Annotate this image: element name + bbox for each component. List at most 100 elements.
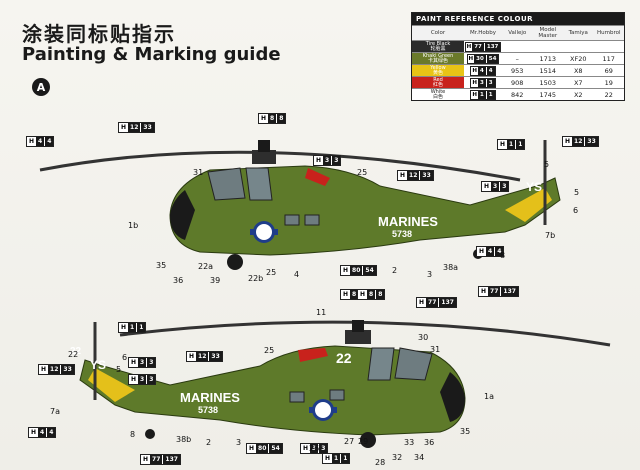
top-part-number: 25 [357,168,368,177]
bottom-part-number: 35 [460,427,471,436]
paint-name: Yellow [430,64,446,71]
top-marines-text: MARINES [378,214,438,229]
paint-model-master: 1713 [539,54,557,63]
rotor-head [345,330,371,344]
tail-yellow-band [505,188,552,222]
bottom-part-number: 2 [206,438,212,447]
main-wheel [227,254,243,270]
top-helicopter [39,140,561,270]
tail-wheel [145,429,155,439]
main-wheel [360,432,376,448]
bottom-serial-text: 5738 [198,405,219,415]
nose-antiglare [170,190,195,240]
bottom-part-number: 7a [50,407,60,416]
top-part-number: 6 [573,206,579,215]
engine-red-stripe [305,168,330,186]
cockpit-window [207,167,246,201]
col-color: Color [430,29,446,36]
bottom-part-number: 30 [418,333,429,342]
bottom-part-number: 28 [375,458,386,467]
cockpit-window [394,347,433,381]
paint-vallejo: 953 [511,66,524,75]
bottom-part-number: 3 [236,438,242,447]
top-tail-code: YS [526,180,543,194]
engine-red-stripe [298,348,328,362]
top-part-number: 2 [392,266,398,275]
paint-reference-table: PAINT REFERENCE COLOUR Color Mr.Hobby Va… [411,12,625,101]
bottom-part-number: 1a [484,392,494,401]
paint-humbrol: 19 [604,78,613,87]
rotor-head [252,150,276,164]
bottom-part-number: 22 [68,350,79,359]
col-model-master: Model Master [538,27,558,39]
title-chinese: 涂装同标贴指示 [22,22,176,46]
paint-model-master: 1503 [539,78,557,87]
paint-name-cn: 卡其绿色 [427,57,448,64]
top-serial-text: 5738 [392,229,413,239]
top-part-number: 8 [500,251,506,260]
paint-name: White [430,88,446,95]
paint-name-cn: 红色 [432,81,443,88]
paint-humbrol: 22 [604,90,613,99]
bottom-tail-code: YS [90,358,107,372]
bottom-part-number: 32 [392,453,403,462]
paint-model-master: 1514 [539,66,557,75]
col-vallejo: Vallejo [508,30,527,36]
bottom-marines-text: MARINES [180,390,240,405]
paint-table-title: PAINT REFERENCE COLOUR [412,13,624,25]
bottom-part-number: 36 [424,438,435,447]
paint-model-master: 1745 [539,90,557,99]
paint-vallejo: 908 [511,78,524,87]
fuselage [79,345,466,436]
tail-yellow-band [88,368,135,402]
top-part-number: 31 [193,168,204,177]
paint-table-header: Color Mr.Hobby Vallejo Model Master Tami… [412,25,624,40]
bottom-part-number: 27 [344,437,355,446]
top-part-number: 38a [443,263,459,272]
paint-name-cn: 轮胎黑 [430,45,446,52]
bottom-side-number: 22 [336,350,352,366]
bottom-part-number: 5 [116,365,122,374]
col-tamiya: Tamiya [568,30,588,36]
paint-tamiya: X7 [573,78,583,87]
top-part-number: 5 [544,160,550,169]
bottom-tail-number: 22 [70,346,82,357]
bottom-part-number: 34 [414,453,425,462]
top-part-number: 25 [266,268,277,277]
top-part-number: 22b [248,274,264,283]
top-part-number: 35 [156,261,167,270]
top-part-number: 1b [128,221,139,230]
bottom-part-number: 29 [358,437,369,446]
top-part-number: 7b [545,231,556,240]
paint-name: Tire Black [425,40,451,47]
bottom-part-number: 31 [430,345,441,354]
main-rotor-blade [119,320,611,347]
top-part-number: 22a [198,262,214,271]
bottom-part-number: 11 [316,308,327,317]
paint-name-cn: 黄色 [432,69,443,76]
